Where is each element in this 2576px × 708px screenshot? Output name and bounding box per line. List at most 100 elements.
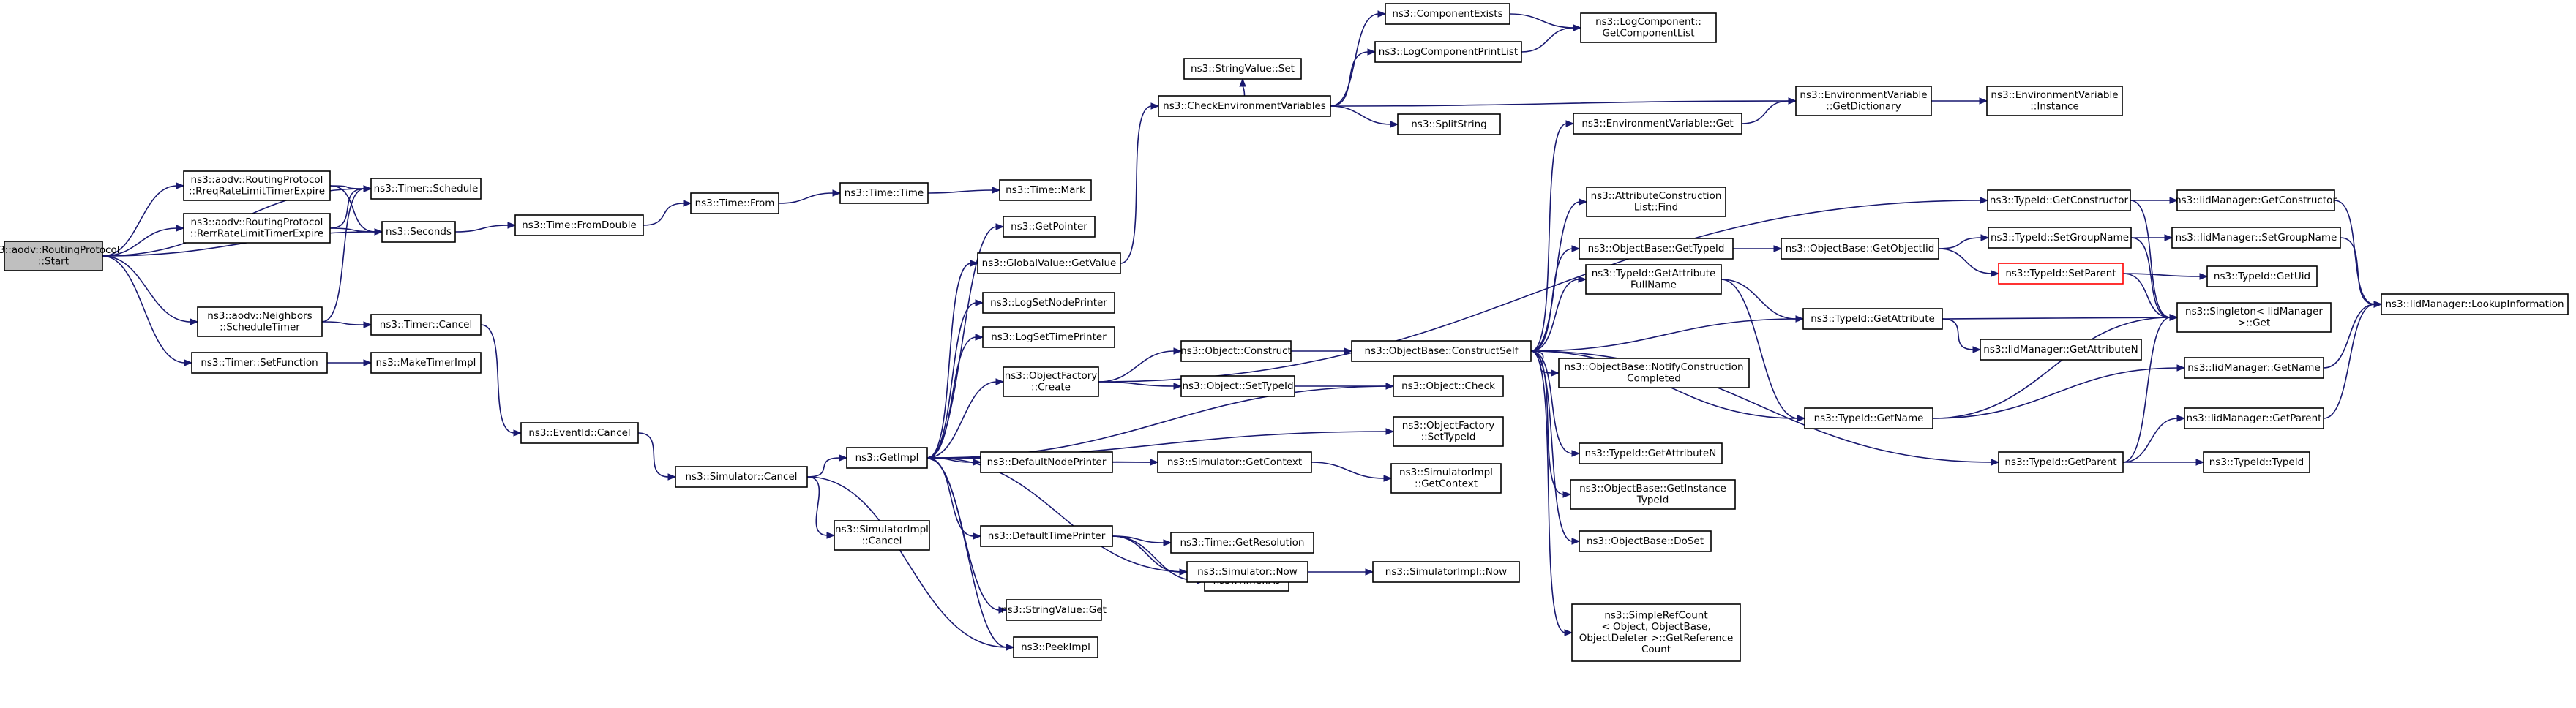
node-label: ns3::Simulator::Now	[1197, 566, 1298, 578]
node-ofsettypeid[interactable]: ns3::ObjectFactory::SetTypeId	[1393, 416, 1504, 447]
node-defaultnodeprinter[interactable]: ns3::DefaultNodePrinter	[980, 451, 1113, 473]
node-iidgetname[interactable]: ns3::IidManager::GetName	[2184, 357, 2324, 379]
edge-arrowhead	[1578, 276, 1587, 283]
node-iidgetconstructor[interactable]: ns3::IidManager::GetConstructor	[2175, 189, 2337, 211]
node-tidgetparent[interactable]: ns3::TypeId::GetParent	[1998, 451, 2124, 473]
node-simimplgetcontext[interactable]: ns3::SimulatorImpl::GetContext	[1390, 463, 1502, 494]
node-iidgetattrn[interactable]: ns3::IidManager::GetAttributeN	[1980, 339, 2142, 361]
edge-arrowhead	[1579, 198, 1588, 206]
node-iidgetparent[interactable]: ns3::IidManager::GetParent	[2184, 407, 2324, 429]
node-objconstruct[interactable]: ns3::Object::Construct	[1180, 340, 1292, 362]
node-seconds[interactable]: ns3::Seconds	[381, 221, 456, 243]
node-tidgetattr[interactable]: ns3::TypeId::GetAttribute	[1802, 308, 1943, 330]
node-envvarget[interactable]: ns3::EnvironmentVariable::Get	[1573, 113, 1742, 135]
edge-setfunction-to-maketimerimpl	[327, 359, 372, 366]
edge-simcancel-to-getimpl	[806, 454, 848, 478]
edge-iidgetname-to-iidlookup	[2323, 301, 2383, 369]
edge-arrowhead	[513, 429, 523, 437]
node-box	[1986, 86, 2123, 116]
node-tidgetattrn[interactable]: ns3::TypeId::GetAttributeN	[1579, 442, 1723, 464]
node-label: ns3::EnvironmentVariable::Get	[1581, 118, 1733, 129]
node-peekimpl[interactable]: ns3::PeekImpl	[1013, 636, 1098, 658]
node-simcancel[interactable]: ns3::Simulator::Cancel	[675, 466, 808, 488]
node-singletonget[interactable]: ns3::Singleton< IidManager>::Get	[2176, 302, 2332, 333]
node-timemark[interactable]: ns3::Time::Mark	[999, 179, 1092, 201]
node-obgettypeid[interactable]: ns3::ObjectBase::GetTypeId	[1579, 238, 1734, 260]
node-timefrom[interactable]: ns3::Time::From	[690, 192, 779, 214]
edge-arrowhead	[1163, 539, 1172, 546]
node-label: ns3::AttributeConstruction	[1591, 190, 1722, 202]
node-setfunction[interactable]: ns3::Timer::SetFunction	[191, 352, 328, 374]
edge-arrowhead	[2164, 234, 2174, 241]
node-obnotify[interactable]: ns3::ObjectBase::NotifyConstructionCompl…	[1558, 358, 1750, 388]
node-label: ns3::EnvironmentVariable	[1800, 89, 1927, 101]
edge-arrowhead	[683, 200, 692, 207]
node-start[interactable]: ns3::aodv::RoutingProtocol::Start	[0, 241, 119, 271]
node-box	[1998, 451, 2124, 473]
node-timegetresolution[interactable]: ns3::Time::GetResolution	[1170, 532, 1314, 554]
node-box	[1586, 187, 1726, 217]
node-label: ns3::MakeTimerImpl	[376, 357, 476, 369]
node-tidgetconstructor[interactable]: ns3::TypeId::GetConstructor	[1987, 189, 2131, 211]
node-box	[514, 214, 644, 236]
node-label: ns3::ObjectFactory	[1005, 370, 1098, 382]
node-envvarinstance[interactable]: ns3::EnvironmentVariable::Instance	[1986, 86, 2123, 116]
edge-start-to-setfunction	[102, 255, 193, 366]
node-ofcreate[interactable]: ns3::ObjectFactory::Create	[1003, 366, 1099, 397]
edge-arrowhead	[1551, 369, 1560, 377]
node-logcompgetlist[interactable]: ns3::LogComponent::GetComponentList	[1580, 12, 1717, 43]
node-gvgetvalue[interactable]: ns3::GlobalValue::GetValue	[977, 252, 1121, 274]
node-objcheck[interactable]: ns3::Object::Check	[1393, 375, 1504, 397]
node-label: ns3::Object::Construct	[1180, 345, 1292, 357]
node-fromdouble[interactable]: ns3::Time::FromDouble	[514, 214, 644, 236]
node-rerr[interactable]: ns3::aodv::RoutingProtocol::RerrRateLimi…	[183, 213, 331, 244]
edge-arrowhead	[2169, 197, 2179, 204]
node-getimpl[interactable]: ns3::GetImpl	[846, 447, 928, 469]
node-iidsetgroupname[interactable]: ns3::IidManager::SetGroupName	[2171, 227, 2341, 249]
edge-constructself-to-obgettypeid	[1530, 245, 1581, 352]
node-objsettypeid[interactable]: ns3::Object::SetTypeId	[1180, 375, 1295, 397]
node-tidgetname[interactable]: ns3::TypeId::GetName	[1804, 407, 1933, 429]
node-timer_cancel[interactable]: ns3::Timer::Cancel	[370, 314, 482, 336]
node-logsettimeprinter[interactable]: ns3::LogSetTimePrinter	[982, 326, 1115, 348]
node-timetime[interactable]: ns3::Time::Time	[839, 182, 929, 204]
node-logsetnodeprinter[interactable]: ns3::LogSetNodePrinter	[982, 292, 1115, 314]
node-stringvalueset[interactable]: ns3::StringValue::Set	[1183, 58, 1302, 80]
node-maketimerimpl[interactable]: ns3::MakeTimerImpl	[370, 352, 482, 374]
node-constructself[interactable]: ns3::ObjectBase::ConstructSelf	[1351, 340, 1532, 362]
node-tidtypeid[interactable]: ns3::TypeId::TypeId	[2203, 451, 2310, 473]
node-tidsetgroupname[interactable]: ns3::TypeId::SetGroupName	[1988, 227, 2132, 249]
node-envvardict[interactable]: ns3::EnvironmentVariable::GetDictionary	[1795, 86, 1932, 116]
node-obdoset[interactable]: ns3::ObjectBase::DoSet	[1579, 530, 1712, 552]
edge-iidgetconstructor-to-iidlookup	[2334, 200, 2383, 308]
node-logcompprintlist[interactable]: ns3::LogComponentPrintList	[1374, 41, 1522, 63]
node-checkenv[interactable]: ns3::CheckEnvironmentVariables	[1158, 95, 1331, 117]
node-stringvalueget[interactable]: ns3::StringValue::Get	[1001, 599, 1107, 621]
node-simnow[interactable]: ns3::Simulator::Now	[1186, 561, 1308, 583]
node-tidsetparent[interactable]: ns3::TypeId::SetParent	[1998, 263, 2124, 285]
node-rreq[interactable]: ns3::aodv::RoutingProtocol::RreqRateLimi…	[183, 170, 331, 201]
node-simgetcontext[interactable]: ns3::Simulator::GetContext	[1157, 451, 1312, 473]
node-iidlookup[interactable]: ns3::IidManager::LookupInformation	[2381, 293, 2569, 315]
edge-line	[926, 457, 1008, 648]
node-label: ns3::Time::From	[695, 197, 775, 209]
node-box	[1781, 238, 1939, 260]
node-eventidcancel[interactable]: ns3::EventId::Cancel	[520, 422, 639, 444]
node-simimplcancel[interactable]: ns3::SimulatorImpl::Cancel	[834, 520, 930, 551]
node-label: ns3::StringValue::Get	[1001, 604, 1107, 616]
node-simimplnow[interactable]: ns3::SimulatorImpl::Now	[1372, 561, 1520, 583]
node-timer_schedule[interactable]: ns3::Timer::Schedule	[370, 178, 482, 200]
node-splitstring[interactable]: ns3::SplitString	[1397, 113, 1501, 135]
node-defaulttimeprinter[interactable]: ns3::DefaultTimePrinter	[980, 525, 1113, 547]
node-obgetobjectiid[interactable]: ns3::ObjectBase::GetObjectIid	[1781, 238, 1939, 260]
node-compexists[interactable]: ns3::ComponentExists	[1385, 3, 1510, 25]
edge-arrowhead	[1571, 245, 1581, 252]
node-getpointer[interactable]: ns3::GetPointer	[1003, 216, 1096, 238]
node-simplerefcount[interactable]: ns3::SimpleRefCount< Object, ObjectBase,…	[1571, 603, 1741, 662]
edge-line	[329, 188, 365, 229]
node-neighbors[interactable]: ns3::aodv::Neighbors::ScheduleTimer	[197, 306, 323, 337]
node-tidgetuid[interactable]: ns3::TypeId::GetUid	[2206, 266, 2318, 287]
